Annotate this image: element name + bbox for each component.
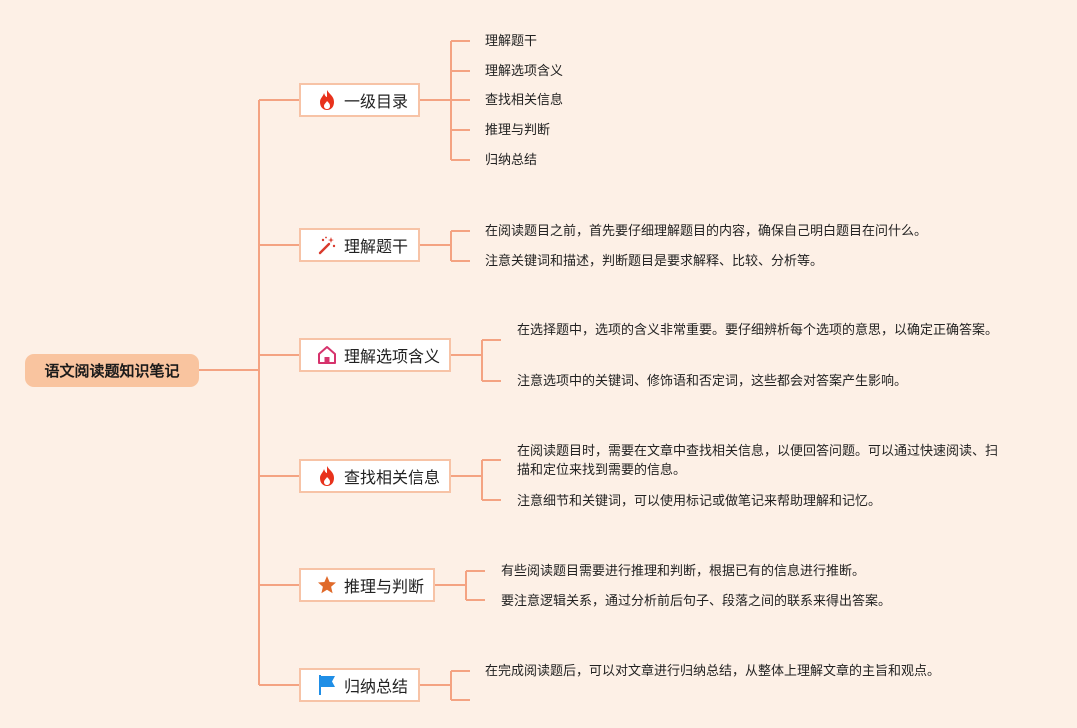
- star-icon: [316, 574, 338, 596]
- branch-title: 一级目录: [344, 92, 409, 111]
- leaf-text: 在完成阅读题后，可以对文章进行归纳总结，从整体上理解文章的主旨和观点。: [485, 664, 941, 679]
- root-node[interactable]: 语文阅读题知识笔记: [25, 354, 199, 387]
- fire-icon: [316, 89, 338, 111]
- leaf-text: 有些阅读题目需要进行推理和判断，根据已有的信息进行推断。: [501, 564, 866, 579]
- branch-node-understand-options[interactable]: 理解选项含义: [299, 338, 451, 372]
- leaf-text: 在阅读题目之前，首先要仔细理解题目的内容，确保自己明白题目在问什么。: [485, 224, 928, 239]
- leaf-text: 注意选项中的关键词、修饰语和否定词，这些都会对答案产生影响。: [517, 374, 908, 389]
- magic-wand-icon: [316, 234, 338, 256]
- branch-title: 查找相关信息: [344, 468, 441, 487]
- branch-title: 理解题干: [344, 237, 409, 256]
- branch-node-summary[interactable]: 归纳总结: [299, 668, 420, 702]
- leaf-text: 理解题干: [485, 34, 538, 49]
- home-icon: [316, 344, 338, 366]
- leaf-text: 理解选项含义: [485, 64, 564, 79]
- root-title: 语文阅读题知识笔记: [44, 362, 180, 380]
- leaf-text: 归纳总结: [485, 153, 538, 168]
- leaf-text: 在选择题中，选项的含义非常重要。要仔细辨析每个选项的意思，以确定正确答案。: [517, 323, 999, 338]
- branch-title: 归纳总结: [344, 677, 409, 696]
- leaf-text: 推理与判断: [485, 123, 551, 138]
- leaf-text: 在阅读题目时，需要在文章中查找相关信息，以便回答问题。可以通过快速阅读、扫描和定…: [517, 444, 999, 478]
- branch-title: 推理与判断: [344, 577, 425, 596]
- branch-node-understand-question[interactable]: 理解题干: [299, 228, 420, 262]
- fire-icon: [316, 465, 338, 487]
- branch-title: 理解选项含义: [344, 347, 441, 366]
- leaf-text: 查找相关信息: [485, 93, 564, 108]
- leaf-text: 注意关键词和描述，判断题目是要求解释、比较、分析等。: [485, 254, 824, 269]
- branch-node-reasoning[interactable]: 推理与判断: [299, 568, 435, 602]
- branch-node-find-info[interactable]: 查找相关信息: [299, 459, 451, 493]
- flag-icon: [316, 674, 338, 696]
- leaf-text: 注意细节和关键词，可以使用标记或做笔记来帮助理解和记忆。: [517, 494, 882, 509]
- leaf-text: 要注意逻辑关系，通过分析前后句子、段落之间的联系来得出答案。: [501, 594, 892, 609]
- branch-node-toc[interactable]: 一级目录: [299, 83, 420, 117]
